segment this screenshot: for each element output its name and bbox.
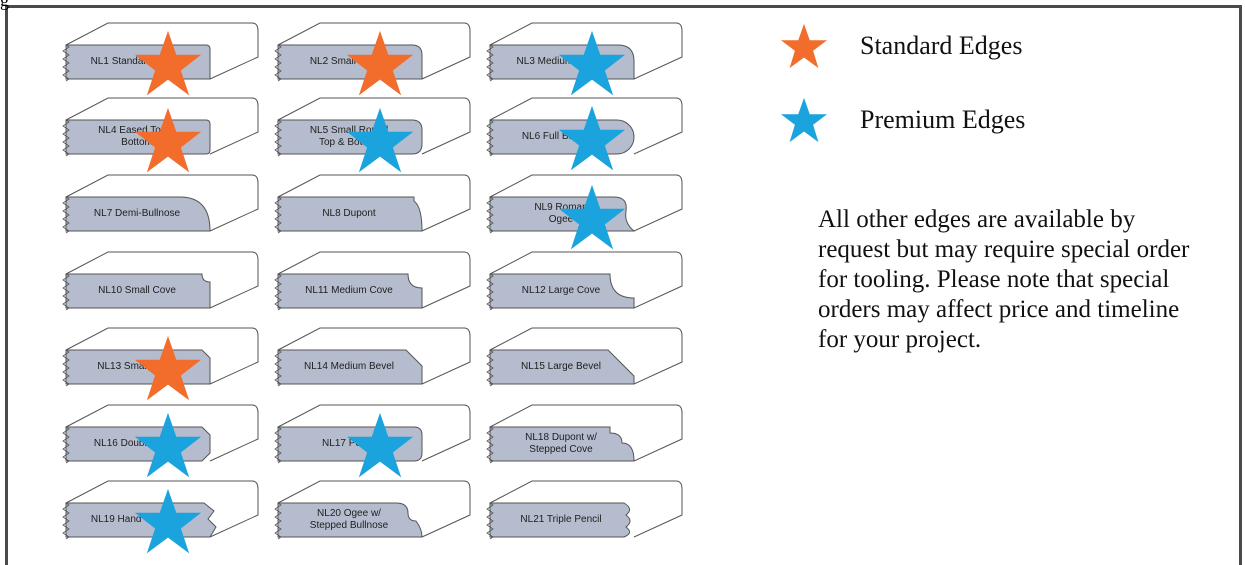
slab-front-face [277, 502, 423, 538]
standard-star-icon [134, 335, 202, 401]
break-line [62, 426, 70, 464]
edge-profile-nl16: NL16 Double Bevel [60, 397, 260, 478]
edge-profile-nl20: NL20 Ogee w/ Stepped Bullnose [272, 473, 472, 543]
edge-profile-nl12: NL12 Large Cove [484, 244, 684, 314]
break-line [486, 502, 494, 540]
premium-star-icon [346, 107, 414, 173]
break-line [486, 196, 494, 234]
break-line [62, 349, 70, 387]
edge-profile-drawing [274, 327, 471, 387]
legend-standard-label: Standard Edges [860, 31, 1023, 60]
edge-profile-drawing [486, 404, 683, 464]
standard-star-icon [134, 30, 202, 96]
edge-profile-label: NL8 Dupont [322, 208, 376, 219]
edge-profile-nl4: NL4 Eased Top & Bottom [60, 90, 260, 173]
edge-profile-nl8: NL8 Dupont [272, 167, 472, 237]
break-line [274, 273, 282, 311]
edge-profile-nl18: NL18 Dupont w/ Stepped Cove [484, 397, 684, 467]
premium-star-icon [134, 488, 202, 554]
edge-profile-label: NL20 Ogee w/ Stepped Bullnose [309, 508, 389, 531]
edge-profile-label: NL21 Triple Pencil [520, 514, 602, 525]
edge-profile-nl5: NL5 Small Round Top & Bottom [272, 90, 472, 173]
edge-profile-label: NL10 Small Cove [98, 285, 176, 296]
edge-profile-nl19: NL19 Hand Chiseled [60, 473, 260, 554]
edge-profile-nl7: NL7 Demi-Bullnose [60, 167, 260, 237]
break-line [274, 349, 282, 387]
edge-profile-label: NL9 Roman Ogee [534, 202, 588, 225]
premium-star-icon [558, 30, 626, 96]
premium-star-icon [558, 105, 626, 171]
edge-profile-nl6: NL6 Full Bullnose [484, 90, 684, 171]
edge-profile-nl11: NL11 Medium Cove [272, 244, 472, 314]
edge-profile-nl3: NL3 Medium Round [484, 15, 684, 96]
edge-profile-drawing [486, 327, 683, 387]
edge-profile-nl9: NL9 Roman Ogee [484, 167, 684, 250]
slab-front-face [65, 196, 211, 232]
premium-star-icon [346, 412, 414, 478]
standard-star-icon [780, 23, 828, 69]
break-line [486, 44, 494, 82]
edge-profile-label: NL11 Medium Cove [305, 285, 393, 296]
break-line [62, 44, 70, 82]
break-line [62, 502, 70, 540]
slab-front-face [277, 196, 423, 232]
break-line [274, 502, 282, 540]
edge-profile-nl2: NL2 Small Round [272, 15, 472, 96]
edge-profile-nl15: NL15 Large Bevel [484, 320, 684, 390]
edge-profile-nl10: NL10 Small Cove [60, 244, 260, 314]
premium-star-icon [558, 184, 626, 250]
edge-profile-label: NL7 Demi-Bullnose [93, 208, 181, 219]
slab-front-face [277, 273, 423, 309]
break-line [486, 349, 494, 387]
break-line [486, 273, 494, 311]
break-line [274, 196, 282, 234]
standard-star-icon [134, 107, 202, 173]
break-line [62, 273, 70, 311]
slab-front-face [489, 273, 635, 309]
premium-star-icon [780, 97, 828, 143]
break-line [486, 426, 494, 464]
edge-profile-nl13: NL13 Small Bevel [60, 320, 260, 401]
edge-profile-drawing [274, 174, 471, 234]
edge-profile-drawing [486, 251, 683, 311]
edge-profile-label: NL12 Large Cove [521, 285, 601, 296]
break-line [274, 426, 282, 464]
edge-profile-label: NL14 Medium Bevel [303, 361, 395, 372]
top-text-fragment: g [0, 0, 9, 10]
edge-profile-nl14: NL14 Medium Bevel [272, 320, 472, 390]
edge-profile-drawing [62, 251, 259, 311]
slab-front-face [489, 426, 635, 462]
legend-premium-label: Premium Edges [860, 105, 1026, 134]
edge-profile-drawing [62, 174, 259, 234]
edge-profile-label: NL15 Large Bevel [520, 361, 602, 372]
break-line [62, 196, 70, 234]
premium-star-icon [134, 412, 202, 478]
slab-front-face [65, 273, 211, 309]
edge-profile-drawing [274, 251, 471, 311]
slab-front-face [489, 502, 631, 538]
legend-premium: Premium Edges [780, 96, 1025, 144]
availability-note: All other edges are available by request… [818, 206, 1190, 353]
edge-profile-nl1: NL1 Standard Eased [60, 15, 260, 96]
edge-profile-label: NL18 Dupont w/ Stepped Cove [525, 432, 597, 455]
edge-profile-nl17: NL17 Pencil [272, 397, 472, 478]
standard-star-icon [346, 30, 414, 96]
break-line [486, 119, 494, 157]
edge-profile-drawing [274, 480, 471, 540]
edge-profile-drawing [486, 480, 683, 540]
edge-profile-nl21: NL21 Triple Pencil [484, 473, 684, 543]
break-line [274, 44, 282, 82]
break-line [274, 119, 282, 157]
break-line [62, 119, 70, 157]
diagram-frame [5, 5, 1242, 565]
legend-standard: Standard Edges [780, 22, 1022, 70]
